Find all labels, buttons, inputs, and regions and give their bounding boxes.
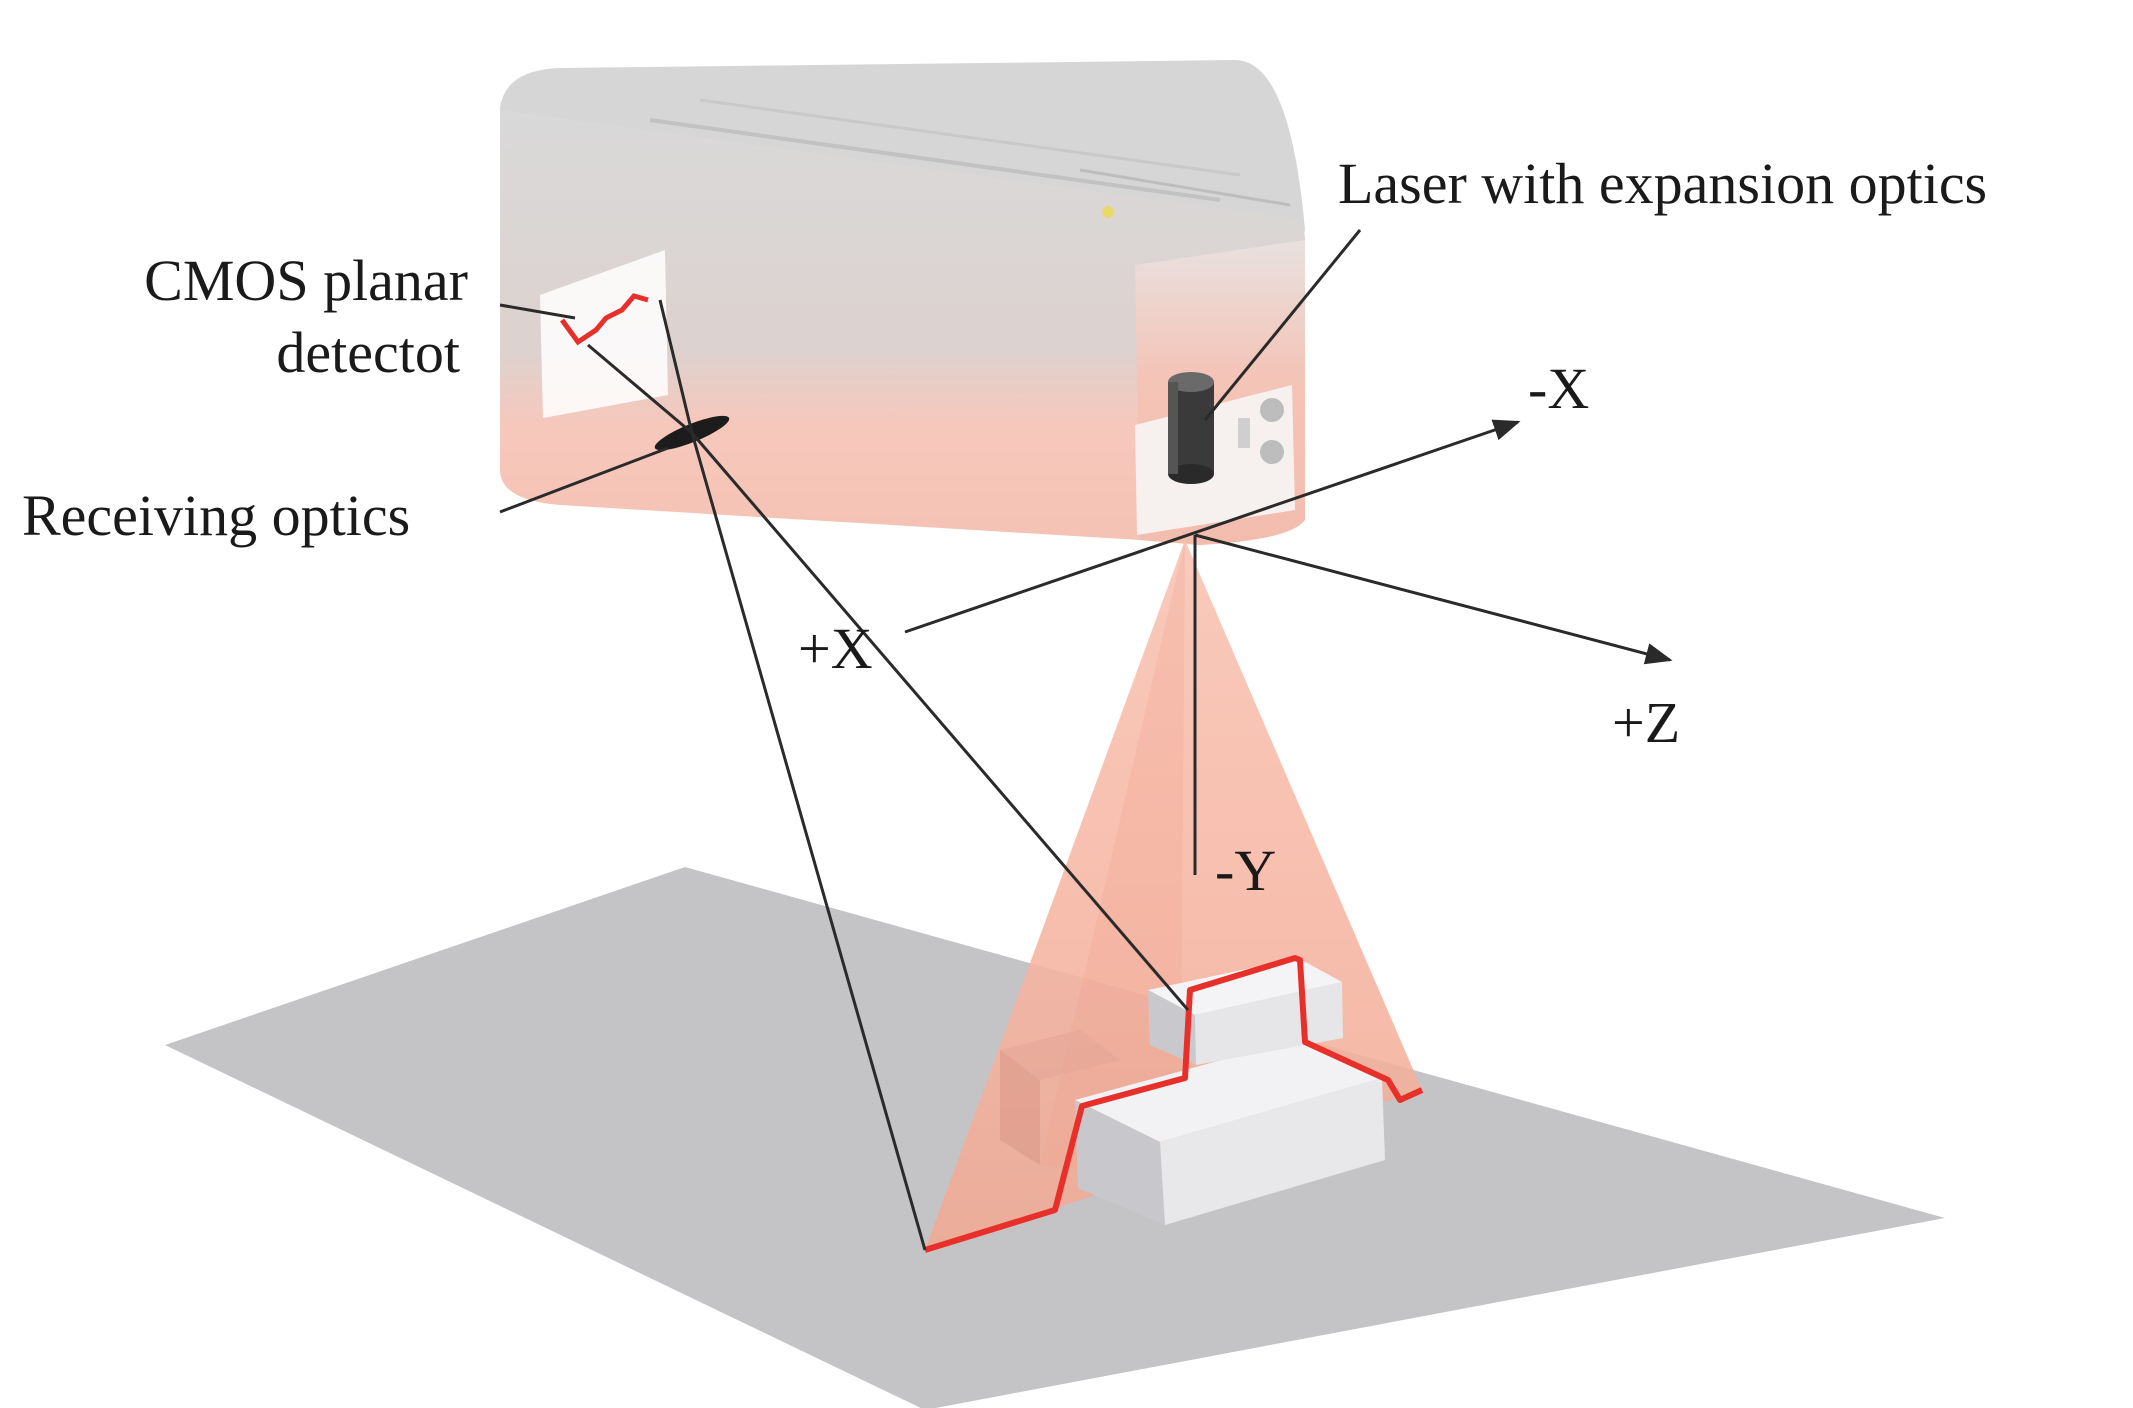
x-axis-line <box>904 419 1521 634</box>
z-axis-line <box>1194 533 1673 665</box>
laser-cylinder <box>1168 372 1214 484</box>
label-plus-z: +Z <box>1612 690 1680 755</box>
laser-fan-inner <box>1040 540 1185 1180</box>
label-minus-y: -Y <box>1215 838 1276 903</box>
coordinate-axes <box>904 419 1673 875</box>
cmos-window <box>540 250 668 418</box>
cmos-red-profile <box>559 293 649 346</box>
laser-profile-line <box>924 955 1424 1253</box>
receiving-rays <box>587 299 1190 1251</box>
label-receiving: Receiving optics <box>22 483 410 548</box>
label-cmos-line2: detectot <box>276 320 460 385</box>
label-laser: Laser with expansion optics <box>1338 151 1987 216</box>
measured-object <box>1000 958 1385 1225</box>
label-minus-x: -X <box>1528 356 1589 421</box>
label-plus-x: +X <box>798 616 873 681</box>
leader-lines <box>499 229 1362 514</box>
sensor-housing <box>500 60 1305 545</box>
label-cmos-line1: CMOS planar <box>144 248 468 313</box>
